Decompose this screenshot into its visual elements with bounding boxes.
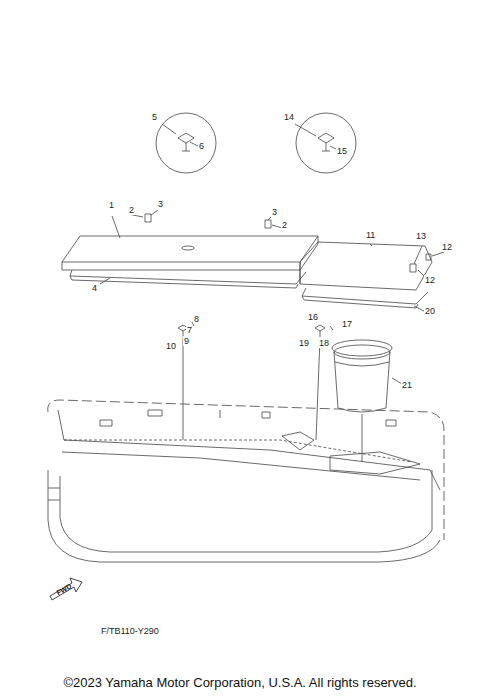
callout-number: 12	[424, 275, 436, 285]
copyright-caption: ©2023 Yamaha Motor Corporation, U.S.A. A…	[0, 675, 480, 690]
callout-number: 18	[318, 338, 330, 348]
callout-number: 10	[165, 341, 177, 351]
callout-number: 17	[341, 319, 353, 329]
callout-number: 4	[91, 283, 98, 293]
callout-number: 20	[424, 306, 436, 316]
callout-number: 1	[108, 200, 115, 210]
callout-number: 2	[128, 205, 135, 215]
callout-number: 8	[193, 314, 200, 324]
callout-number: 6	[198, 141, 205, 151]
figure-code: F/TB110-Y290	[100, 626, 160, 636]
callout-number: 11	[365, 230, 376, 240]
callout-number: 14	[283, 112, 295, 122]
callout-number: 16	[307, 312, 319, 322]
callout-number: 15	[336, 146, 348, 156]
callout-number: 9	[183, 336, 190, 346]
callout-number: 21	[401, 380, 413, 390]
callout-number: 3	[157, 199, 164, 209]
callout-number: 7	[186, 325, 193, 335]
callout-number: 3	[271, 207, 278, 217]
callout-number: 13	[415, 231, 427, 241]
callout-number: 5	[151, 112, 158, 122]
direction-mark: FWD	[54, 581, 75, 599]
callout-number: 2	[281, 220, 288, 230]
callout-number: 12	[441, 242, 453, 252]
callout-number: 19	[298, 338, 310, 348]
